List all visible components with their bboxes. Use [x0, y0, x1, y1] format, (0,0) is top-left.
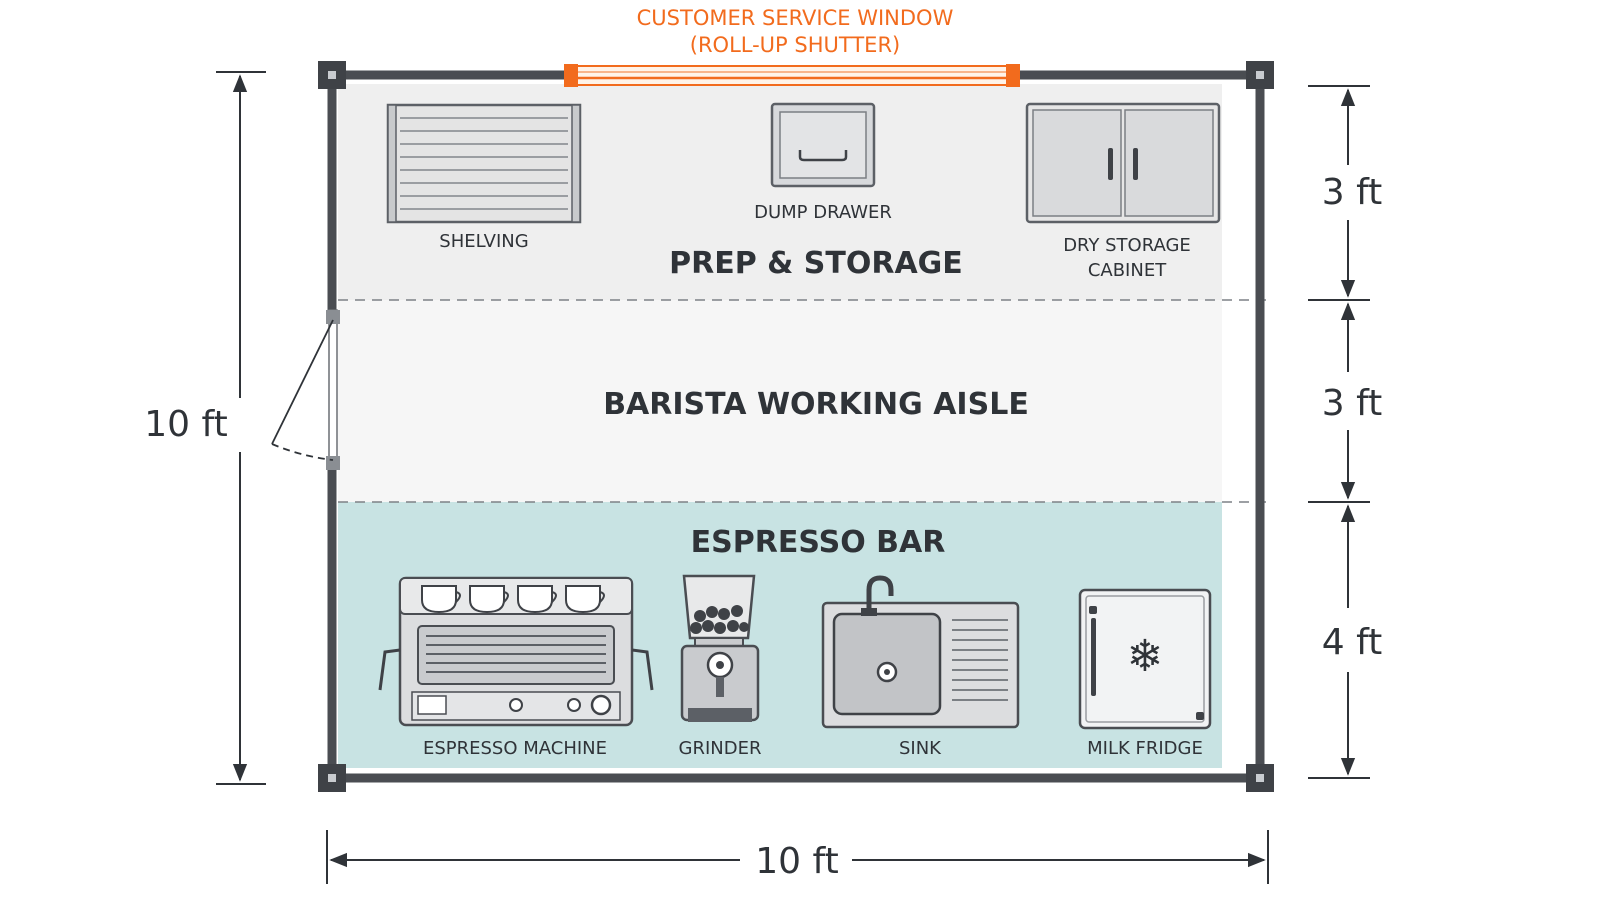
corner-posts [318, 61, 1274, 792]
sink-label: SINK [899, 738, 942, 759]
dry-storage-cabinet-icon [1025, 102, 1221, 224]
window-subtitle: (ROLL-UP SHUTTER) [690, 33, 900, 57]
prep-storage-label: PREP & STORAGE [669, 246, 963, 281]
shelving-label: SHELVING [439, 231, 528, 252]
shelving-icon [386, 103, 582, 224]
height-dimension-label: 10 ft [144, 404, 227, 445]
dump-drawer-icon [770, 102, 876, 188]
prep-depth-label: 3 ft [1322, 172, 1383, 213]
window-title: CUSTOMER SERVICE WINDOW [637, 6, 954, 30]
espresso-machine-label: ESPRESSO MACHINE [423, 738, 607, 759]
aisle-depth-label: 3 ft [1322, 383, 1383, 424]
width-dimension [326, 830, 1269, 884]
width-dimension-label: 10 ft [755, 841, 838, 882]
espresso-machine-icon [378, 576, 654, 727]
snowflake-icon: ❄ [1127, 631, 1164, 682]
zone-dimensions [1308, 85, 1370, 779]
barista-aisle-zone [338, 300, 1222, 502]
side-door [271, 309, 340, 470]
dry-storage-label-1: DRY STORAGE [1063, 235, 1191, 256]
walls [327, 70, 1265, 783]
service-window-shutter [564, 64, 1020, 87]
dump-drawer-label: DUMP DRAWER [754, 202, 892, 223]
sink-icon [821, 575, 1020, 729]
barista-aisle-label: BARISTA WORKING AISLE [603, 387, 1029, 422]
espresso-bar-label: ESPRESSO BAR [691, 525, 946, 560]
height-dimension [216, 71, 266, 785]
milk-fridge-label: MILK FRIDGE [1087, 738, 1203, 759]
grinder-label: GRINDER [679, 738, 762, 759]
dry-storage-label-2: CABINET [1088, 260, 1167, 281]
grinder-icon [680, 574, 760, 722]
milk-fridge-icon [1078, 588, 1212, 730]
bar-depth-label: 4 ft [1322, 622, 1383, 663]
